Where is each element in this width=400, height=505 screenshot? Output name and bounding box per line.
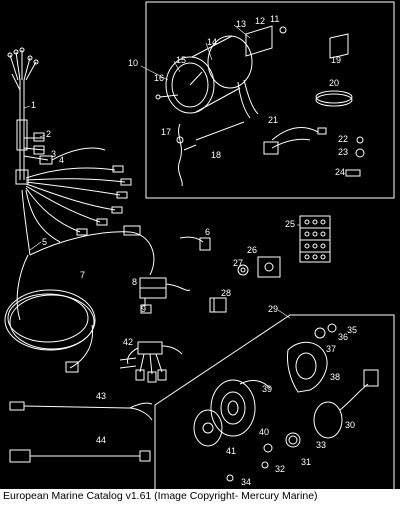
callout-25: 25: [285, 219, 295, 229]
callout-39: 39: [262, 384, 272, 394]
main-harness-cable: [16, 189, 155, 321]
sensor-kit-frame: [154, 314, 395, 489]
callout-30: 30: [345, 420, 355, 430]
callout-19: 19: [331, 55, 341, 65]
parts-diagram: 1 2 3 4 5 6 7 8 9 10 11 12 13 14 15 16 1…: [4, 1, 395, 489]
callout-6: 6: [205, 227, 210, 237]
callout-12: 12: [255, 16, 265, 26]
callout-18: 18: [211, 150, 221, 160]
callout-31: 31: [301, 457, 311, 467]
mounting-bracket: [257, 256, 281, 278]
hex-nut: [237, 264, 249, 276]
junction-block: [139, 277, 191, 314]
callout-28: 28: [221, 288, 231, 298]
callout-27: 27: [233, 258, 243, 268]
gauge-bracket: [245, 25, 287, 57]
harness-trunk: [15, 80, 29, 185]
callout-20: 20: [329, 78, 339, 88]
callout-21: 21: [268, 115, 278, 125]
callout-41: 41: [226, 446, 236, 456]
washers: [345, 136, 365, 177]
callout-11: 11: [270, 14, 279, 24]
callout-36: 36: [338, 332, 348, 342]
small-sensor: [179, 236, 211, 251]
callout-7: 7: [80, 270, 85, 280]
harness-branch-connectors: [23, 132, 106, 165]
spare-bracket: [329, 33, 349, 59]
callout-1: 1: [31, 100, 36, 110]
cable-43: [9, 401, 153, 421]
callout-14: 14: [207, 37, 217, 47]
leader-lines: [23, 24, 300, 319]
harness-fanout-wires: [25, 165, 132, 243]
callout-26: 26: [247, 245, 257, 255]
callout-2: 2: [46, 129, 51, 139]
callout-33: 33: [316, 440, 326, 450]
caption-bar: European Marine Catalog v1.61 (Image Cop…: [0, 489, 400, 505]
callout-44: 44: [96, 435, 106, 445]
impeller-housing: [287, 341, 328, 393]
gauge-kit-frame: [145, 1, 395, 199]
callout-37: 37: [326, 344, 336, 354]
callout-23: 23: [338, 147, 348, 157]
callout-32: 32: [275, 464, 285, 474]
mounting-plate: [193, 409, 223, 447]
gauge-body: [165, 35, 259, 119]
callout-22: 22: [338, 134, 348, 144]
callout-35: 35: [347, 325, 357, 335]
callout-34: 34: [241, 477, 251, 487]
callout-42: 42: [123, 337, 133, 347]
callout-13: 13: [236, 19, 246, 29]
plug-connector: [209, 297, 227, 313]
callout-5: 5: [42, 237, 47, 247]
callout-10: 10: [128, 58, 138, 68]
callout-29: 29: [268, 304, 278, 314]
sender-leads: [263, 127, 327, 155]
callout-38: 38: [330, 372, 340, 382]
callout-8: 8: [132, 277, 137, 287]
gauge-screws: [155, 94, 245, 187]
callout-labels: 1 2 3 4 5 6 7 8 9 10 11 12 13 14 15 16 1…: [31, 14, 357, 487]
terminal-block: [299, 215, 331, 263]
callout-4: 4: [59, 155, 64, 165]
harness-connectors: [7, 47, 39, 91]
callout-17: 17: [161, 127, 171, 137]
callout-43: 43: [96, 391, 106, 401]
hose-clamp: [315, 90, 353, 107]
transducer: [313, 369, 379, 439]
callout-24: 24: [335, 167, 345, 177]
callout-40: 40: [259, 427, 269, 437]
adapter-harness: [119, 341, 183, 383]
image-caption: European Marine Catalog v1.61 (Image Cop…: [3, 490, 318, 502]
speedometer-pickup: [210, 379, 271, 437]
callout-16: 16: [154, 73, 164, 83]
callout-15: 15: [176, 55, 186, 65]
callout-9: 9: [141, 304, 146, 314]
callout-3: 3: [51, 149, 56, 159]
o-rings: [226, 323, 337, 482]
cable-44: [9, 449, 151, 463]
extension-cable-coil: [4, 289, 96, 373]
